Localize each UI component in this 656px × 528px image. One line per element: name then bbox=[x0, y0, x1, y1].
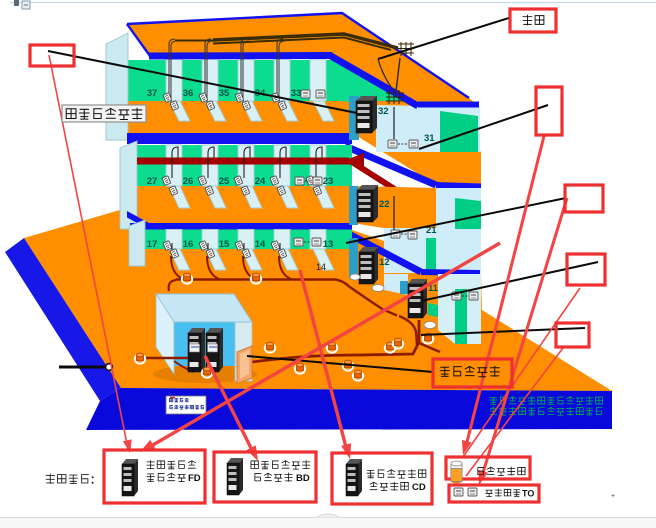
svg-text:CD: CD bbox=[412, 482, 426, 493]
svg-text:37: 37 bbox=[147, 88, 158, 99]
svg-text:35: 35 bbox=[219, 88, 230, 99]
svg-text:15: 15 bbox=[219, 239, 230, 250]
svg-text:+: + bbox=[611, 493, 615, 500]
svg-text:31: 31 bbox=[424, 133, 435, 144]
svg-text:27: 27 bbox=[147, 176, 158, 187]
svg-text:TO: TO bbox=[522, 489, 534, 499]
svg-text:16: 16 bbox=[183, 239, 194, 250]
svg-text:36: 36 bbox=[183, 88, 194, 99]
svg-text:33: 33 bbox=[291, 88, 302, 99]
svg-text:13: 13 bbox=[323, 239, 334, 250]
svg-text:14: 14 bbox=[255, 239, 266, 250]
svg-text:26: 26 bbox=[183, 176, 194, 187]
svg-text:24: 24 bbox=[255, 176, 266, 187]
svg-text:FD: FD bbox=[188, 473, 201, 484]
svg-text:14: 14 bbox=[316, 262, 326, 272]
svg-text:23: 23 bbox=[323, 176, 334, 187]
svg-text:32: 32 bbox=[378, 106, 389, 117]
svg-text:：: ： bbox=[90, 474, 101, 486]
svg-text:11: 11 bbox=[428, 283, 439, 294]
svg-text:12: 12 bbox=[379, 257, 390, 268]
svg-text:BD: BD bbox=[296, 473, 310, 484]
svg-text:17: 17 bbox=[147, 239, 158, 250]
svg-text:21: 21 bbox=[426, 225, 437, 236]
svg-text:22: 22 bbox=[379, 199, 390, 210]
svg-text:25: 25 bbox=[219, 176, 230, 187]
